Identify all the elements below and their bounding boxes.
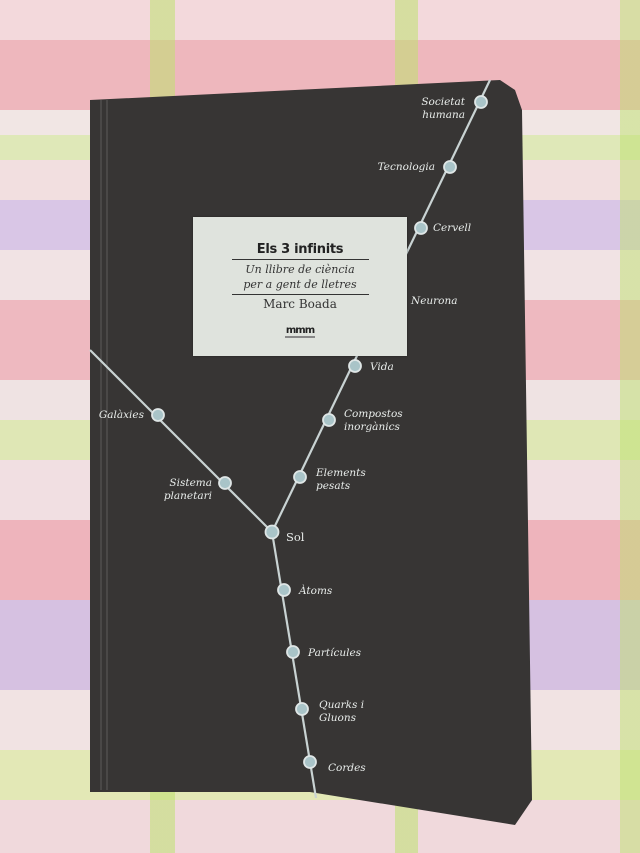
subtitle-line: Un llibre de ciència bbox=[245, 263, 355, 276]
node-label-tecnologia: Tecnologia bbox=[360, 161, 435, 174]
node-dots bbox=[151, 95, 488, 769]
label-line: planetari bbox=[163, 490, 212, 502]
label-line: Vida bbox=[370, 361, 394, 373]
node-label-sistema-planetari: Sistema planetari bbox=[150, 477, 212, 503]
spine-groove bbox=[100, 100, 102, 790]
node-label-cervell: Cervell bbox=[433, 222, 471, 235]
label-line: Sol bbox=[286, 530, 305, 544]
label-line: Partícules bbox=[308, 647, 362, 659]
spine-groove bbox=[106, 100, 108, 790]
label-line: Elements bbox=[316, 467, 366, 479]
node-label-neurona: Neurona bbox=[411, 295, 458, 308]
label-line: Compostos bbox=[344, 408, 403, 420]
node-label-sol: Sol bbox=[286, 531, 304, 544]
label-line: Galàxies bbox=[98, 409, 144, 421]
node-label-quarks-gluons: Quarks i Gluons bbox=[319, 699, 364, 725]
publisher-logo-icon: mmm bbox=[285, 325, 315, 336]
divider bbox=[231, 259, 369, 260]
label-line: Tecnologia bbox=[377, 161, 435, 173]
label-line: inorgànics bbox=[344, 421, 400, 433]
label-line: Àtoms bbox=[299, 585, 333, 597]
node-label-compostos-inorganics: Compostos inorgànics bbox=[344, 408, 403, 434]
label-line: pesats bbox=[316, 480, 351, 492]
label-line: humana bbox=[422, 109, 465, 121]
label-line: Gluons bbox=[319, 712, 356, 724]
label-line: Sistema bbox=[169, 477, 212, 489]
publisher-logo-caption bbox=[285, 336, 315, 338]
label-line: Quarks i bbox=[319, 699, 365, 711]
divider bbox=[231, 294, 369, 295]
node-label-cordes: Cordes bbox=[328, 762, 366, 775]
node-label-particules: Partícules bbox=[308, 647, 361, 660]
label-line: Cervell bbox=[433, 222, 472, 234]
node-label-vida: Vida bbox=[370, 361, 394, 374]
node-label-atoms: Àtoms bbox=[299, 585, 332, 598]
node-label-elements-pesats: Elements pesats bbox=[316, 467, 366, 493]
subtitle-line: per a gent de lletres bbox=[243, 278, 357, 291]
node-label-galaxies: Galàxies bbox=[90, 409, 144, 422]
label-line: Societat bbox=[421, 96, 465, 108]
title-label-card: Els 3 infinits Un llibre de ciència per … bbox=[193, 217, 407, 356]
book-subtitle: Un llibre de ciència per a gent de lletr… bbox=[193, 262, 407, 292]
label-line: Neurona bbox=[411, 295, 458, 307]
node-label-societat-humana: Societat humana bbox=[395, 96, 465, 122]
book-author: Marc Boada bbox=[263, 297, 337, 311]
book-title: Els 3 infinits bbox=[256, 242, 344, 257]
label-line: Cordes bbox=[328, 762, 366, 774]
